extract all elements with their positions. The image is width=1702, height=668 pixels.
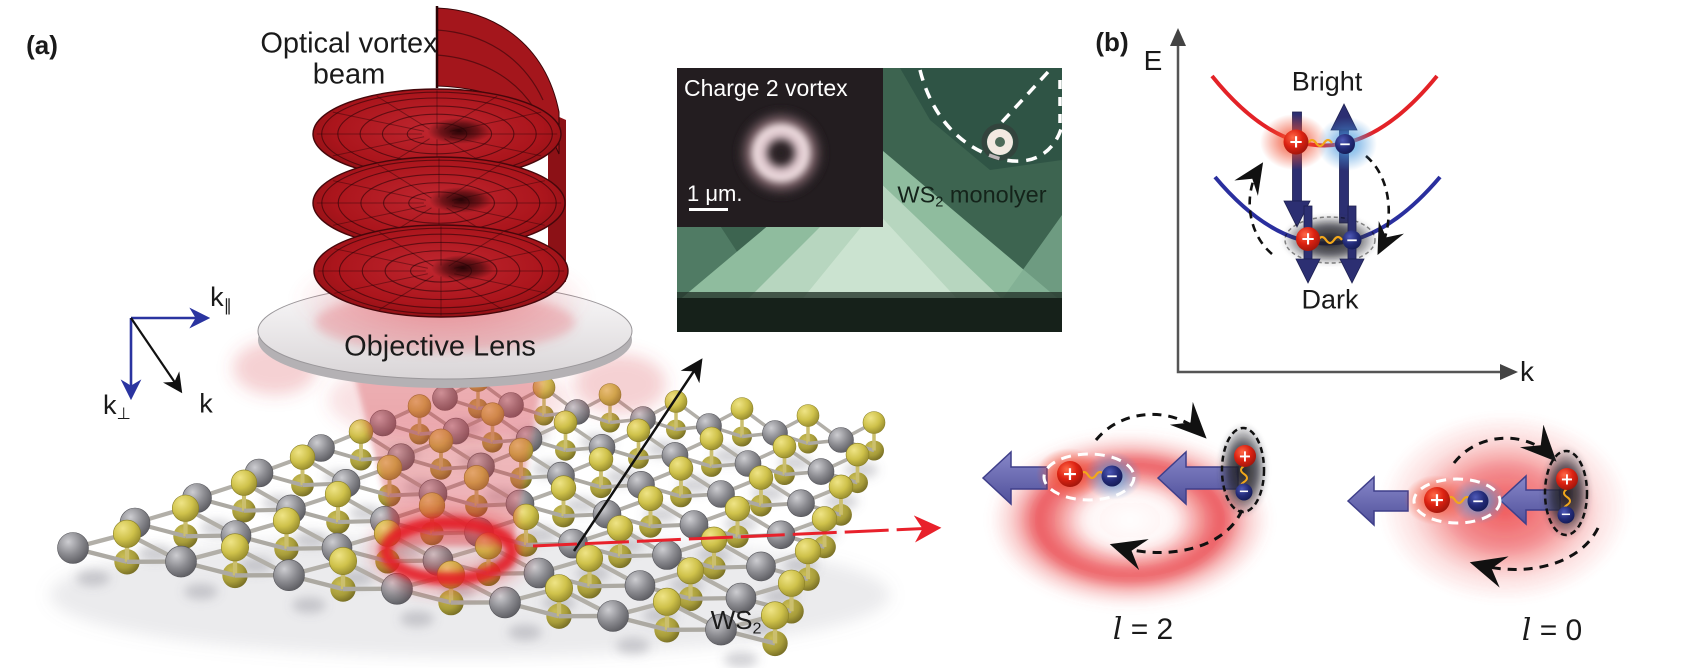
- charge-plus-sign: +: [1288, 131, 1304, 153]
- l0-variable: l: [1521, 612, 1532, 648]
- charge-2-vortex-donut: [735, 107, 827, 199]
- ws2-crystal-main: WS: [710, 605, 753, 636]
- charge-plus-sign: +: [1300, 228, 1316, 250]
- bright-exciton-outline: [1412, 477, 1502, 525]
- monolayer-outline-dashed: [918, 69, 1062, 163]
- k-perp-sub: ⊥: [116, 403, 132, 423]
- dark-exciton-l2: [1218, 424, 1268, 516]
- ws2-monolayer-main: WS: [897, 181, 936, 208]
- k-parallel-main: k: [210, 282, 224, 313]
- energy-axis-label: E: [1143, 44, 1163, 76]
- panel-a-label: (a): [26, 29, 58, 60]
- charge-minus-sign: −: [1560, 507, 1572, 523]
- inset-title: Charge 2 vortex: [684, 75, 848, 101]
- charge-plus-sign: +: [1062, 463, 1078, 485]
- dark-state-label: Dark: [1301, 284, 1359, 315]
- focus-ring: [371, 509, 527, 593]
- charge-plus-sign: +: [1429, 489, 1445, 511]
- l2-label: l = 2: [1112, 611, 1174, 647]
- charge-minus-sign: −: [1105, 467, 1119, 485]
- l0-label: l = 0: [1521, 612, 1583, 648]
- scale-bar: [689, 208, 728, 211]
- arrow-to-micrograph: [572, 358, 703, 552]
- vortex-l2-diagram: [981, 401, 1270, 607]
- ws2-monolayer-label: WS2 monolyer: [897, 181, 1047, 212]
- panel-b-label: (b): [1095, 26, 1129, 57]
- charge-plus-sign: +: [1238, 446, 1252, 466]
- arrow-to-exciton-diagram: [532, 515, 942, 548]
- dark-exciton-panel-b: [1282, 205, 1378, 284]
- charge-minus-sign: −: [1345, 231, 1359, 249]
- optical-vortex-spiral: [312, 6, 569, 318]
- k-vector-label: k: [199, 388, 213, 419]
- ws2-crystal-label: WS2: [711, 606, 762, 638]
- micrograph-image: [677, 68, 1062, 332]
- objective-lens-label: Objective Lens: [344, 330, 536, 363]
- l2-equals-value: = 2: [1122, 612, 1174, 646]
- bright-state-label: Bright: [1291, 66, 1363, 97]
- dark-exciton-l0: [1541, 447, 1591, 539]
- vortex-spot: [981, 123, 1019, 161]
- l2-variable: l: [1112, 611, 1123, 647]
- charge-minus-sign: −: [1238, 484, 1250, 500]
- bright-exciton-outline: [1042, 452, 1136, 502]
- ws2-monolayer-sub: 2: [935, 194, 944, 211]
- gaussian-l0-diagram: [1346, 413, 1630, 603]
- panel-b-axes: [1170, 28, 1518, 380]
- charge-minus-sign: −: [1338, 135, 1352, 153]
- scale-bar-label: 1 μm.: [687, 181, 743, 206]
- lens-haze-right: [574, 354, 666, 414]
- ws2-monolayer-rest: monolyer: [943, 181, 1047, 208]
- bright-exciton-panel-b: [1260, 103, 1377, 228]
- momentum-axis-label: k: [1520, 355, 1534, 387]
- l0-equals-value: = 0: [1531, 613, 1583, 647]
- k-perp-main: k: [102, 390, 117, 421]
- optical-vortex-beam-label: Optical vortex beam: [260, 27, 438, 91]
- k-parallel-axis-label: k∥: [210, 283, 232, 315]
- ws2-crystal-sub: 2: [752, 619, 762, 638]
- charge-plus-sign: +: [1560, 469, 1574, 489]
- bright-dark-conversion-arrows: [1234, 155, 1404, 256]
- panel-a-axes: [120, 307, 211, 401]
- k-parallel-sub: ∥: [223, 295, 232, 315]
- coulomb-interaction-wave: [1307, 138, 1333, 148]
- k-perp-axis-label: k⊥: [103, 391, 131, 423]
- charge-minus-sign: −: [1471, 492, 1485, 510]
